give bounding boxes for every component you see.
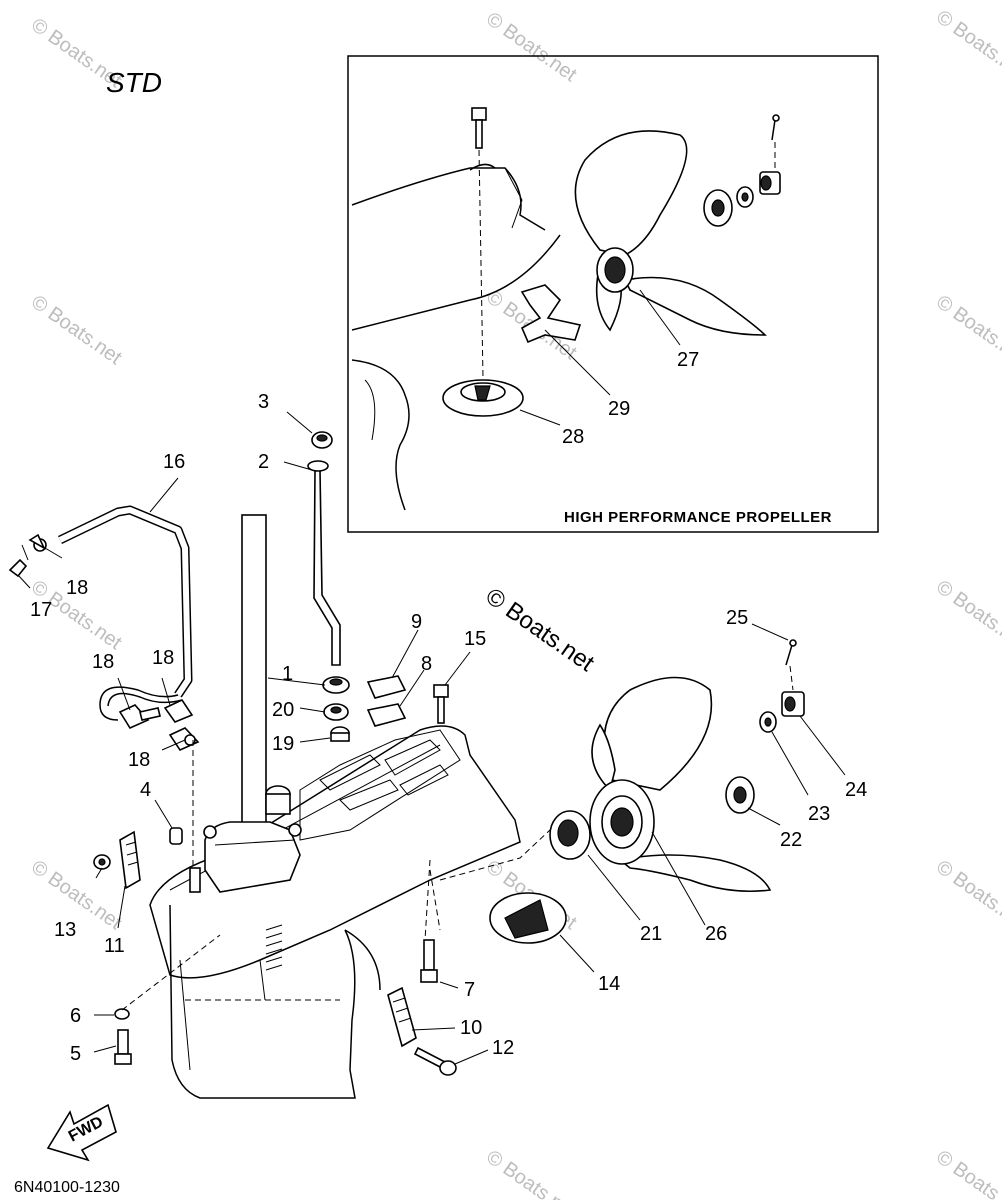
grommet-icon — [311, 431, 333, 449]
dowel-pin-icon — [169, 827, 183, 845]
callout-25: 25 — [726, 607, 748, 629]
callout-18d: 18 — [128, 749, 150, 771]
hp-propeller-icon — [574, 130, 767, 336]
watermark: © Boats.net — [27, 856, 126, 934]
watermark: © Boats.net — [932, 6, 1002, 84]
callout-18a: 18 — [66, 577, 88, 599]
bolt-icon — [471, 107, 487, 149]
inset-caption: HIGH PERFORMANCE PROPELLER — [564, 509, 832, 526]
spacer-icon — [725, 776, 755, 814]
fwd-arrow-icon: FWD — [46, 1103, 117, 1162]
watermark: © Boats.net — [932, 1146, 1002, 1200]
callout-14: 14 — [598, 973, 620, 995]
lower-unit-assembly — [149, 514, 551, 1099]
bolt-icon — [114, 1029, 132, 1065]
callout-19: 19 — [272, 733, 294, 755]
stud-bolt-icon — [189, 867, 201, 893]
callout-12: 12 — [492, 1037, 514, 1059]
cotter-pin-icon — [785, 639, 797, 666]
spacer-icon — [703, 189, 733, 227]
callout-10: 10 — [460, 1017, 482, 1039]
callout-24: 24 — [845, 779, 867, 801]
nut-icon — [759, 171, 781, 195]
callout-6: 6 — [70, 1005, 81, 1027]
callout-11: 11 — [104, 935, 125, 957]
watermark: © Boats.net — [932, 856, 1002, 934]
seal-icon — [322, 676, 350, 694]
collar-icon — [330, 726, 350, 742]
bolt-icon — [420, 939, 438, 983]
anode-icon — [119, 830, 141, 890]
callout-7: 7 — [464, 979, 475, 1001]
retainer-icon — [520, 284, 582, 344]
inset-high-performance-propeller: HIGH PERFORMANCE PROPELLER — [347, 55, 879, 533]
bolt-icon — [433, 684, 449, 724]
watermark: © Boats.net — [27, 291, 126, 369]
clamp-icon — [118, 698, 200, 752]
callout-26: 26 — [705, 923, 727, 945]
callout-28: 28 — [562, 426, 584, 448]
watermark: © Boats.net — [932, 576, 1002, 654]
callout-29: 29 — [608, 398, 630, 420]
callout-8: 8 — [421, 653, 432, 675]
leader-lines — [17, 411, 846, 1065]
drive-shaft-icon — [241, 514, 267, 831]
callout-23: 23 — [808, 803, 830, 825]
watermark: © Boats.net — [932, 291, 1002, 369]
anode-icon — [387, 986, 417, 1048]
callout-15: 15 — [464, 628, 486, 650]
callout-21: 21 — [640, 923, 662, 945]
fitting-icon — [8, 533, 47, 578]
watermark-center: © Boats.net — [481, 583, 600, 677]
diagram-code: 6N40100-1230 — [14, 1179, 120, 1196]
propeller-icon — [589, 676, 772, 893]
bolt-icon — [413, 1046, 457, 1076]
callout-2: 2 — [258, 451, 269, 473]
callout-3: 3 — [258, 391, 269, 413]
nut-icon — [93, 854, 111, 870]
callout-16: 16 — [163, 451, 185, 473]
callout-1: 1 — [282, 663, 293, 685]
callout-13: 13 — [54, 919, 76, 941]
callout-9: 9 — [411, 611, 422, 633]
rubber-seal-icon — [323, 703, 349, 721]
cotter-pin-icon — [771, 114, 780, 141]
thrust-washer-icon — [549, 810, 591, 860]
diagram-title: STD — [106, 67, 162, 98]
grille-icon — [265, 924, 283, 971]
callout-27: 27 — [677, 349, 699, 371]
callout-4: 4 — [140, 779, 151, 801]
callout-17: 17 — [30, 599, 52, 621]
callout-18c: 18 — [152, 647, 174, 669]
callout-20: 20 — [272, 699, 294, 721]
washer-icon — [736, 186, 754, 208]
water-tube-icon — [307, 460, 341, 666]
plate-icon — [366, 675, 407, 727]
trim-tab-anode-icon — [442, 379, 524, 417]
washer-icon — [759, 711, 777, 733]
watermark: © Boats.net — [482, 1146, 581, 1200]
callouts: 3 2 16 18 17 18 18 18 9 15 8 1 20 19 4 1… — [30, 391, 867, 1065]
callout-18b: 18 — [92, 651, 114, 673]
trim-tab-icon — [489, 892, 567, 944]
callout-5: 5 — [70, 1043, 81, 1065]
nut-icon — [781, 691, 805, 717]
watermark: © Boats.net — [482, 8, 581, 86]
callout-22: 22 — [780, 829, 802, 851]
washer-icon — [114, 1008, 130, 1020]
